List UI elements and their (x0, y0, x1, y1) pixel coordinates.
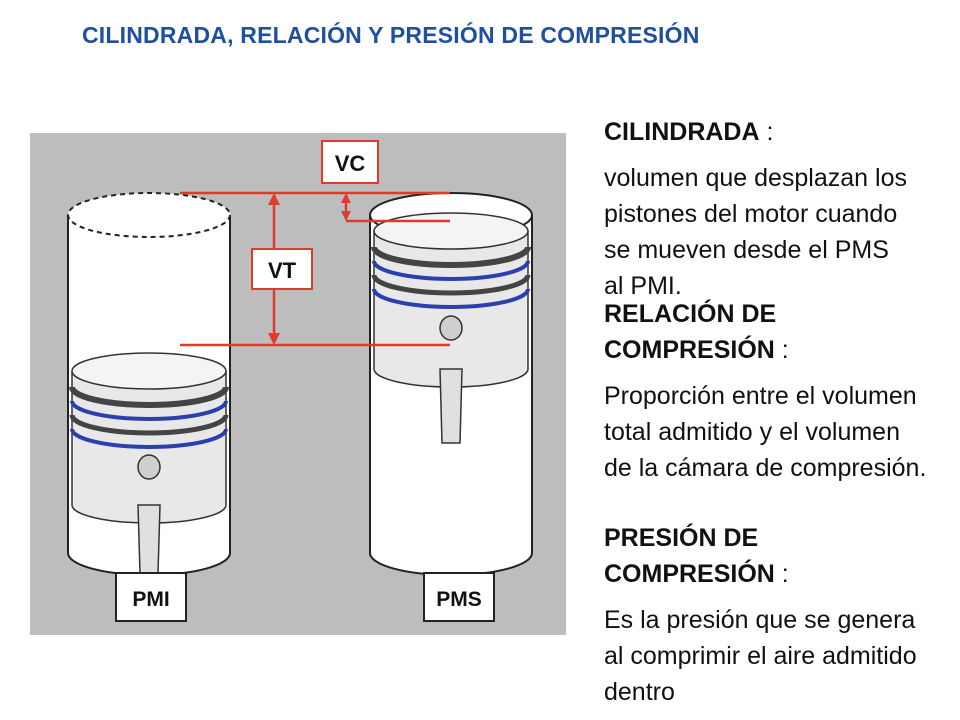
relacion-block: RELACIÓN DE COMPRESIÓN : Proporción entr… (604, 296, 944, 486)
cilindrada-suffix: : (759, 118, 774, 146)
cilindrada-block: CILINDRADA : volumen que desplazan los p… (604, 114, 944, 304)
presion-block: PRESIÓN DE COMPRESIÓN : Es la presión qu… (604, 520, 944, 710)
relacion-heading: RELACIÓN DE COMPRESIÓN (604, 300, 777, 364)
vt-label: VT (268, 258, 297, 283)
presion-suffix: : (774, 560, 789, 588)
relacion-heading-line: RELACIÓN DE COMPRESIÓN : (604, 296, 904, 368)
relacion-suffix: : (774, 336, 789, 364)
pmi-label-box (115, 572, 187, 622)
pms-label: PMS (436, 588, 482, 611)
presion-heading-line: PRESIÓN DE COMPRESIÓN : (604, 520, 904, 592)
left-rod (137, 504, 161, 574)
right-rod (439, 368, 463, 444)
vc-label-box (321, 140, 379, 184)
vc-label: VC (335, 151, 366, 176)
pms-label-box (423, 572, 495, 622)
vt-label-box (251, 248, 313, 290)
slide-title: CILINDRADA, RELACIÓN Y PRESIÓN DE COMPRE… (82, 22, 700, 48)
presion-heading: PRESIÓN DE COMPRESIÓN (604, 524, 775, 588)
right-cylinder (369, 192, 533, 576)
presion-body: Es la presión que se genera al comprimir… (604, 606, 917, 706)
cilindrada-heading: CILINDRADA (604, 118, 760, 146)
left-piston (69, 352, 229, 524)
measure-lines (180, 191, 450, 347)
cilindrada-heading-line: CILINDRADA : (604, 114, 944, 150)
left-cylinder (67, 192, 231, 576)
relacion-body: Proporción entre el volumen total admiti… (604, 382, 927, 482)
right-piston (371, 212, 531, 388)
cilindrada-body: volumen que desplazan los pistones del m… (604, 164, 907, 300)
pmi-label: PMI (132, 588, 169, 611)
piston-diagram: VC VT PMI PMS (30, 133, 566, 635)
